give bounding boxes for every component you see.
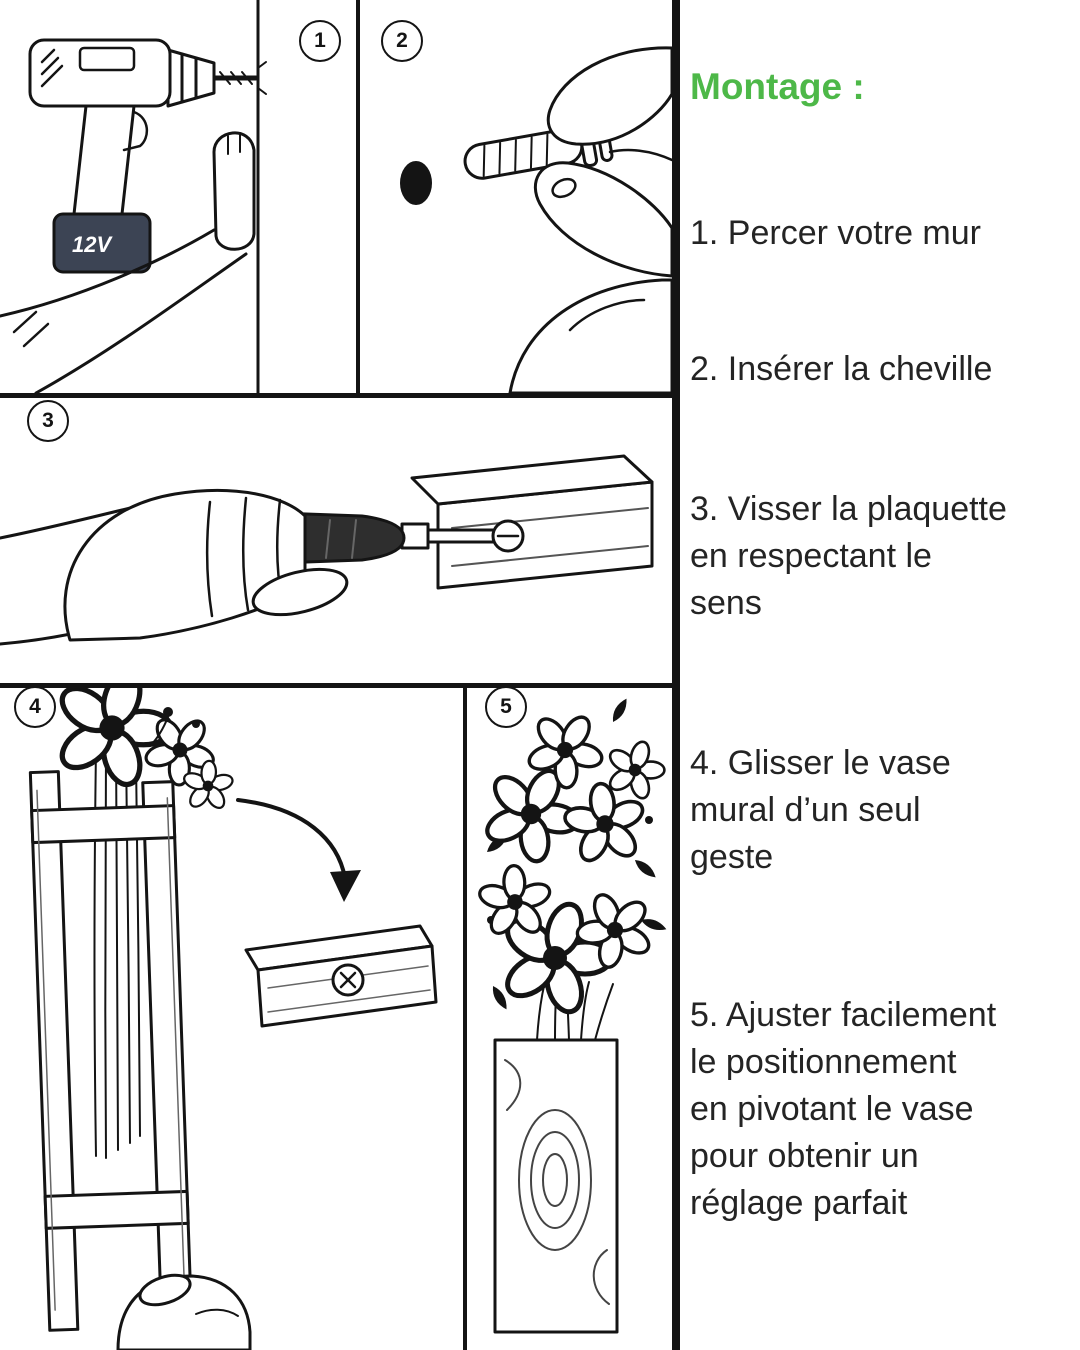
panel-4-slide-vase [0,688,463,1350]
step-4: 4. Glisser le vase mural d’un seul geste [690,740,1080,881]
divider-panel-4-5 [463,688,467,1350]
step-1-line-1: 1. Percer votre mur [690,214,981,252]
flower-stems [93,735,141,1159]
wood-block-vase [493,1038,619,1334]
step-5-line-5: réglage parfait [690,1184,908,1222]
panel-2-insert-anchor [360,0,672,393]
insert-anchor-illustration [400,46,672,393]
drill-icon [28,38,259,274]
panel-2-number-badge: 2 [381,20,423,62]
holding-hand [508,46,672,393]
step-3: 3. Visser la plaquette en respectant le … [690,486,1080,627]
wall-line [256,0,267,393]
step-5-line-4: pour obtenir un [690,1137,919,1175]
step-5-line-2: le positionnement [690,1043,957,1081]
battery-label: 12V [72,232,113,257]
panel-3-screw-plate [0,398,672,683]
divider-panel-1-2 [356,0,360,393]
hand-bottom [116,1273,252,1350]
panel-5-adjust-vase [467,688,672,1350]
divider-middle-row [0,683,672,688]
mounting-block [244,924,438,1028]
panel-1-drill-wall: 12V [0,0,356,393]
step-3-line-2: en respectant le [690,537,932,575]
hand-on-wall [0,131,256,393]
panel-3-number-badge: 3 [27,400,69,442]
motion-arrow-icon [236,798,361,902]
step-4-line-2: mural d’un seul [690,791,921,829]
wood-plate [410,454,654,590]
panel-4-number-badge: 4 [14,686,56,728]
drill-wall-illustration: 12V [0,0,267,393]
slide-vase-illustration [28,688,438,1350]
screw-plate-illustration [0,454,654,646]
flowers-top [55,688,241,820]
step-5: 5. Ajuster facilement le positionnement … [690,992,1080,1227]
wall-hole [400,161,432,205]
step-1: 1. Percer votre mur [690,210,1080,257]
panel-1-number-badge: 1 [299,20,341,62]
step-5-line-3: en pivotant le vase [690,1090,974,1128]
montage-heading: Montage : [690,66,865,107]
step-2-line-1: 2. Insérer la cheville [690,350,993,388]
step-5-line-1: 5. Ajuster facilement [690,996,997,1034]
step-3-line-1: 3. Visser la plaquette [690,490,1007,528]
gripping-hand [0,488,349,646]
step-4-line-3: geste [690,838,774,876]
step-4-line-1: 4. Glisser le vase [690,744,951,782]
step-2: 2. Insérer la cheville [690,346,1080,393]
main-vertical-divider [672,0,680,1350]
vase-frame [28,770,194,1332]
adjust-vase-illustration [467,696,672,1334]
bouquet-flowers [467,696,668,1016]
divider-top-row [0,393,672,398]
step-3-line-3: sens [690,584,762,622]
panel-5-number-badge: 5 [485,686,527,728]
